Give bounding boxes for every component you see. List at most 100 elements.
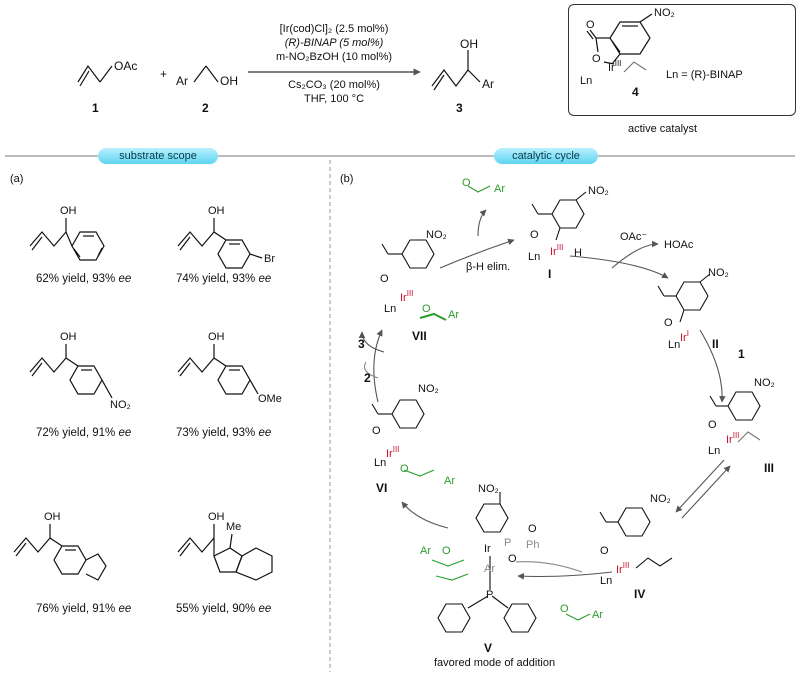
catalyst-o1: O xyxy=(586,19,595,31)
int-III-ir: IrIII xyxy=(726,431,740,446)
ts-V-ar: Ar xyxy=(484,563,495,575)
int-I-o: O xyxy=(530,229,539,241)
top-aldehyde-ar: Ar xyxy=(494,183,505,195)
conditions-above: [Ir(cod)Cl]₂ (2.5 mol%) (R)-BINAP (5 mol… xyxy=(250,22,418,64)
reactant1-label: 1 xyxy=(92,101,99,115)
substrate-scope-header: substrate scope xyxy=(98,148,218,164)
ts-V-ph: Ph xyxy=(526,539,540,551)
int-VI-ar: Ar xyxy=(444,475,455,487)
catalyst-ln-def: Ln = (R)-BINAP xyxy=(666,69,743,81)
int-VI-no2: NO₂ xyxy=(418,383,439,395)
product-label: 3 xyxy=(456,101,463,115)
catalyst-caption: active catalyst xyxy=(628,123,698,135)
sub4-ome: OMe xyxy=(258,393,282,405)
int-II-o: O xyxy=(664,317,673,329)
int-VII-o2: O xyxy=(422,303,431,315)
ts-V-o1: O xyxy=(528,523,537,535)
int-VI-o: O xyxy=(372,425,381,437)
catalytic-cycle-header: catalytic cycle xyxy=(494,148,598,164)
ts-V-ir: Ir xyxy=(484,543,491,555)
sub3-no2: NO₂ xyxy=(110,399,131,411)
bottom-aldehyde-ar: Ar xyxy=(592,609,603,621)
int-II-ln: Ln xyxy=(668,339,681,351)
sub4-oh: OH xyxy=(208,331,225,343)
int-VII-o: O xyxy=(380,273,389,285)
reactant1-oac: OAc xyxy=(114,59,138,73)
top-aldehyde-o: O xyxy=(462,177,471,189)
sub4-yield: 73% yield, 93% ee xyxy=(176,427,272,439)
int-VI-o2: O xyxy=(400,463,409,475)
int-II-label: II xyxy=(712,337,719,351)
sub3-yield: 72% yield, 91% ee xyxy=(36,427,132,439)
ts-V-aldehyde-ar: Ar xyxy=(420,545,431,557)
hoac: HOAc xyxy=(664,239,694,251)
condition-4: Cs₂CO₃ (20 mol%) xyxy=(288,79,380,91)
substrate-2-in: 2 xyxy=(364,371,371,385)
condition-1: [Ir(cod)Cl]₂ (2.5 mol%) xyxy=(279,23,389,35)
condition-3: m-NO₂BzOH (10 mol%) xyxy=(275,51,393,63)
int-II-no2: NO₂ xyxy=(708,267,729,279)
int-VI-ln: Ln xyxy=(374,457,387,469)
reactant2-oh: OH xyxy=(220,74,238,88)
bottom-aldehyde-o: O xyxy=(560,603,569,615)
catalyst-ir-symbol: Ir xyxy=(608,62,615,74)
int-IV-label: IV xyxy=(634,587,646,601)
ts-caption: favored mode of addition xyxy=(434,657,556,669)
ts-V-no2: NO₂ xyxy=(478,483,499,495)
ts-V-p1: P xyxy=(504,537,512,549)
cycle-arrows xyxy=(358,209,731,580)
catalyst-label: 4 xyxy=(632,85,639,99)
substrate-1-in: 1 xyxy=(738,347,745,361)
ts-V-o2: O xyxy=(508,553,517,565)
reactant2-ar: Ar xyxy=(176,74,188,88)
allyl-acetate-structure xyxy=(77,64,113,87)
condition-2: (R)-BINAP (5 mol%) xyxy=(284,37,384,49)
int-VII-ar: Ar xyxy=(448,309,459,321)
catalyst-ir-ox: III xyxy=(614,59,622,68)
int-I-ir: IrIII xyxy=(550,243,564,258)
panel-b-label: (b) xyxy=(340,173,354,185)
sub1-yield: 62% yield, 93% ee xyxy=(36,273,132,285)
int-VII-ln: Ln xyxy=(384,303,397,315)
reactant2-label: 2 xyxy=(202,101,209,115)
int-II-ir: IrI xyxy=(680,329,689,344)
ts-V-aldehyde-o: O xyxy=(442,545,451,557)
int-IV-o: O xyxy=(600,545,609,557)
int-I-h: H xyxy=(574,247,582,259)
homoallylic-alcohol-structure xyxy=(431,50,481,91)
catalyst-structure xyxy=(586,13,653,73)
product-ar: Ar xyxy=(482,77,494,91)
int-III-o: O xyxy=(708,419,717,431)
int-VI-label: VI xyxy=(376,481,388,495)
product-oh: OH xyxy=(460,37,478,51)
catalyst-no2: NO₂ xyxy=(654,7,675,19)
catalyst-ln: Ln xyxy=(580,75,593,87)
sub5-yield: 76% yield, 91% ee xyxy=(36,603,132,615)
int-IV-no2: NO₂ xyxy=(650,493,671,505)
sub6-oh: OH xyxy=(208,511,225,523)
ts-V-label: V xyxy=(484,641,493,655)
int-I-label: I xyxy=(548,267,552,281)
beta-h-elimination: β-H elim. xyxy=(466,261,511,273)
int-IV-ir: IrIII xyxy=(616,561,630,576)
catalyst-o2: O xyxy=(592,53,601,65)
cycle-structures xyxy=(371,185,761,633)
panel-a-label: (a) xyxy=(10,173,24,185)
ts-V-p2: P xyxy=(486,589,494,601)
sub3-oh: OH xyxy=(60,331,77,343)
int-VII-ir: IrIII xyxy=(400,289,414,304)
int-I-no2: NO₂ xyxy=(588,185,609,197)
oac-anion: OAc⁻ xyxy=(620,231,648,243)
int-VI-ir: IrIII xyxy=(386,445,400,460)
sub6-yield: 55% yield, 90% ee xyxy=(176,603,272,615)
int-IV-ln: Ln xyxy=(600,575,613,587)
sub1-oh: OH xyxy=(60,205,77,217)
int-III-label: III xyxy=(764,461,775,475)
sub2-yield: 74% yield, 93% ee xyxy=(176,273,272,285)
plus-sign: + xyxy=(160,67,168,81)
active-catalyst-box xyxy=(568,4,796,116)
benzyl-alcohol-structure xyxy=(193,65,219,83)
catalyst-ir: IrIII xyxy=(608,60,621,74)
sub5-oh: OH xyxy=(44,511,61,523)
